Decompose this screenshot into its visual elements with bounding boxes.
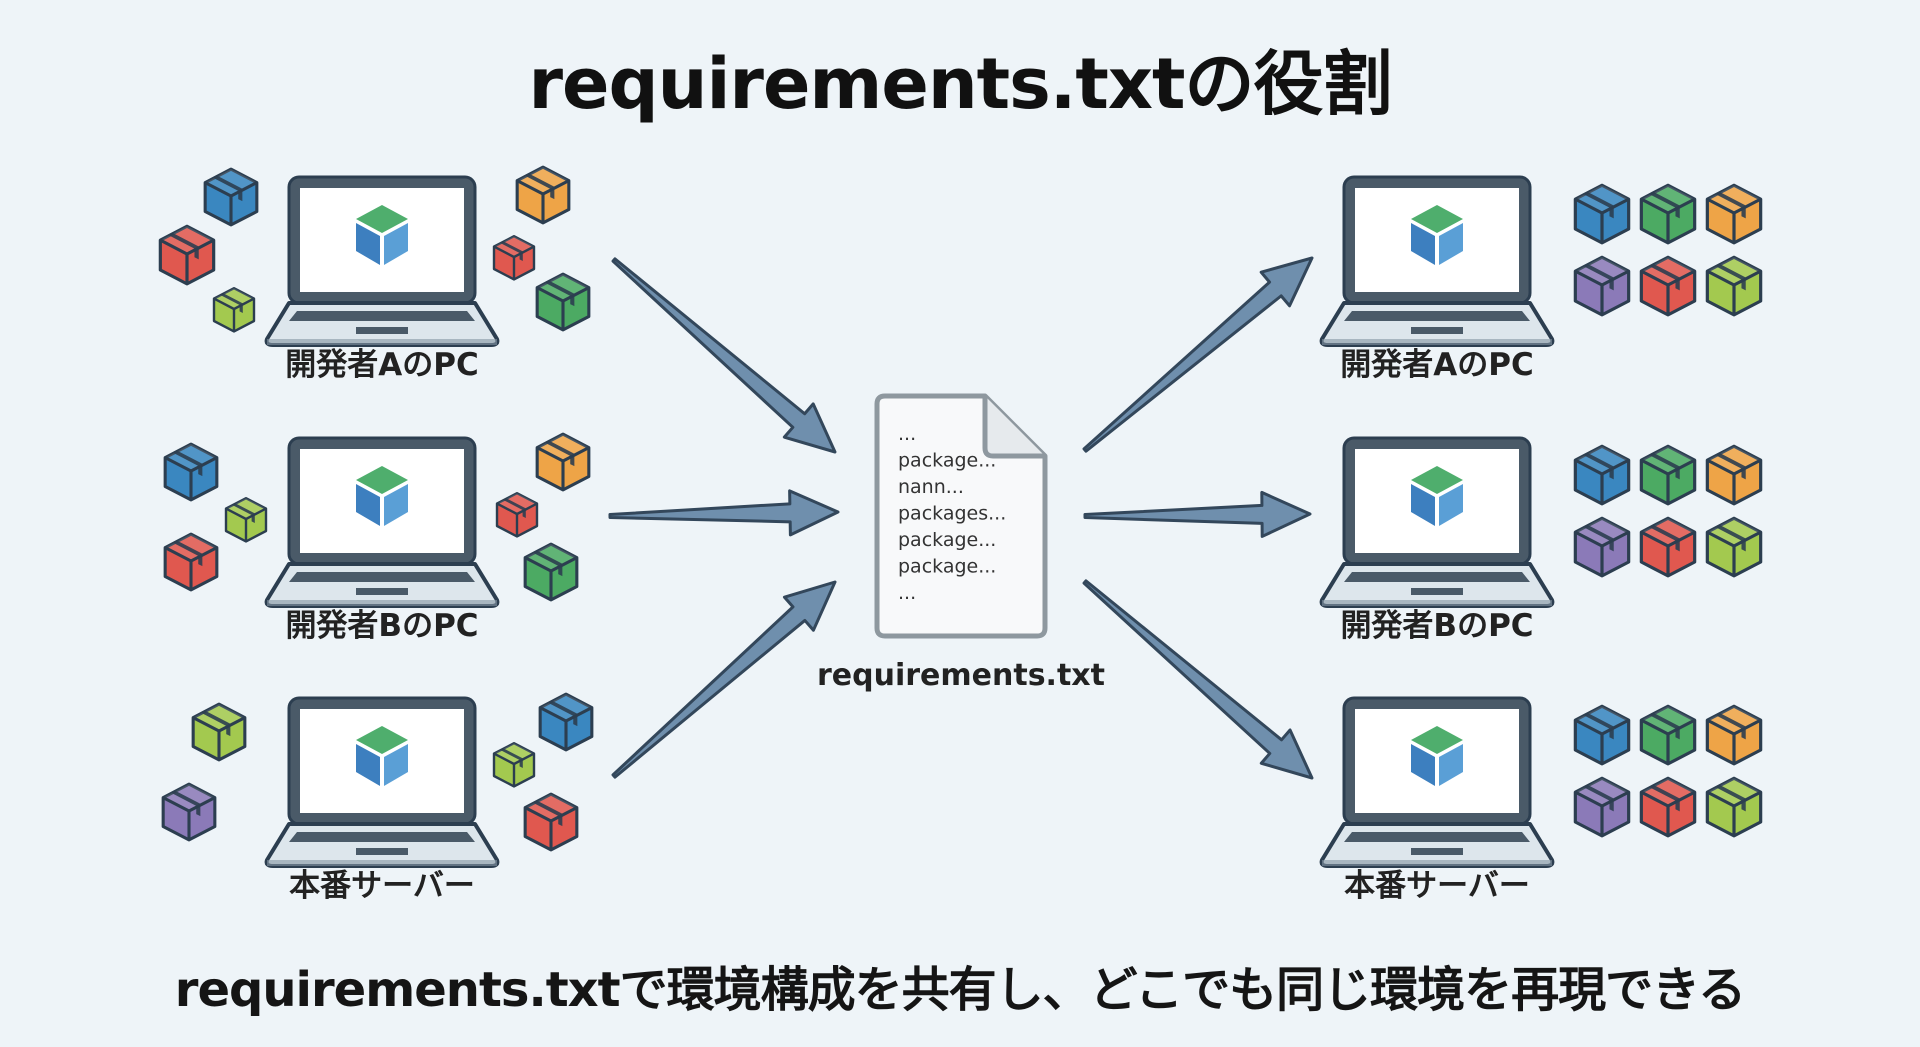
- package-icon-lime: [224, 497, 268, 543]
- arrow-left-b-to-file: [608, 489, 840, 537]
- requirements-file-label: requirements.txt: [817, 658, 1105, 693]
- file-line: ...: [898, 582, 916, 604]
- package-icon-orange: [1705, 704, 1763, 766]
- app-cube-icon: [1411, 466, 1463, 526]
- right-node-label: 開発者AのPC: [1340, 347, 1533, 383]
- package-icon-green: [1639, 183, 1697, 245]
- package-icon-orange: [1705, 183, 1763, 245]
- left-node-label: 開発者AのPC: [285, 347, 478, 383]
- file-content-lines: ... package... nann... packages... package..…: [898, 423, 1006, 604]
- package-icon-blue: [538, 692, 594, 752]
- package-icon-purple: [1573, 255, 1631, 317]
- arrow-left-server-to-file: [611, 580, 837, 779]
- laptop-icon: [264, 436, 500, 608]
- laptop-icon: [1319, 436, 1555, 608]
- package-icon-lime: [1705, 516, 1763, 578]
- package-icon-blue: [1573, 444, 1631, 506]
- file-line: package...: [898, 556, 996, 578]
- package-icon-red: [158, 224, 216, 286]
- file-line: package...: [898, 529, 996, 551]
- laptop-icon: [1319, 696, 1555, 868]
- package-icon-lime: [1705, 255, 1763, 317]
- package-icon-red: [1639, 516, 1697, 578]
- arrow-file-to-right-a: [1082, 256, 1314, 453]
- package-icon-green: [1639, 444, 1697, 506]
- right-node: 開発者BのPC: [1319, 436, 1763, 644]
- package-icon-green: [523, 542, 579, 602]
- package-icon-orange: [515, 165, 571, 225]
- right-node: 本番サーバー: [1319, 696, 1763, 904]
- file-line: package...: [898, 450, 996, 472]
- arrow-file-to-right-b: [1083, 490, 1312, 538]
- package-icon-red: [492, 235, 536, 281]
- package-icon-lime: [492, 742, 536, 788]
- package-icon-red: [495, 492, 539, 538]
- left-node: 本番サーバー: [161, 692, 594, 904]
- arrows: [608, 256, 1314, 780]
- laptop-icon: [1319, 175, 1555, 347]
- package-icon-green: [1639, 704, 1697, 766]
- arrow-left-a-to-file: [611, 257, 837, 454]
- package-icon-blue: [163, 442, 219, 502]
- app-cube-icon: [1411, 726, 1463, 786]
- package-icon-orange: [535, 432, 591, 492]
- package-icon-blue: [203, 167, 259, 227]
- requirements-file-icon: ... package... nann... packages... package..…: [874, 393, 1048, 639]
- left-node: 開発者AのPC: [158, 165, 591, 383]
- left-column: 開発者AのPC 開発者BのPC 本番サーバー: [158, 165, 594, 904]
- laptop-icon: [264, 696, 500, 868]
- right-column: 開発者AのPC 開発者BのPC 本番サーバー: [1319, 175, 1763, 904]
- diagram-title: requirements.txtの役割: [528, 43, 1393, 125]
- file-line: packages...: [898, 503, 1006, 525]
- left-node: 開発者BのPC: [163, 432, 591, 644]
- package-icon-lime: [1705, 776, 1763, 838]
- package-icon-red: [1639, 776, 1697, 838]
- file-line: ...: [898, 423, 916, 445]
- left-node-label: 本番サーバー: [289, 868, 475, 904]
- package-icon-red: [163, 532, 219, 592]
- diagram-subtitle: requirements.txtで環境構成を共有し、どこでも同じ環境を再現できる: [174, 962, 1746, 1018]
- package-icon-purple: [1573, 776, 1631, 838]
- package-icon-lime: [212, 287, 256, 333]
- app-cube-icon: [356, 726, 408, 786]
- right-node: 開発者AのPC: [1319, 175, 1763, 383]
- package-icon-lime: [191, 702, 247, 762]
- package-icon-red: [1639, 255, 1697, 317]
- left-node-label: 開発者BのPC: [285, 608, 478, 644]
- app-cube-icon: [356, 466, 408, 526]
- right-node-label: 開発者BのPC: [1340, 608, 1533, 644]
- package-icon-orange: [1705, 444, 1763, 506]
- package-icon-blue: [1573, 704, 1631, 766]
- package-icon-red: [523, 792, 579, 852]
- arrow-file-to-right-server: [1082, 579, 1314, 780]
- package-icon-blue: [1573, 183, 1631, 245]
- right-node-label: 本番サーバー: [1344, 868, 1530, 904]
- app-cube-icon: [356, 205, 408, 265]
- app-cube-icon: [1411, 205, 1463, 265]
- package-icon-purple: [1573, 516, 1631, 578]
- file-line: nann...: [898, 476, 964, 498]
- package-icon-purple: [161, 782, 217, 842]
- laptop-icon: [264, 175, 500, 347]
- package-icon-green: [535, 272, 591, 332]
